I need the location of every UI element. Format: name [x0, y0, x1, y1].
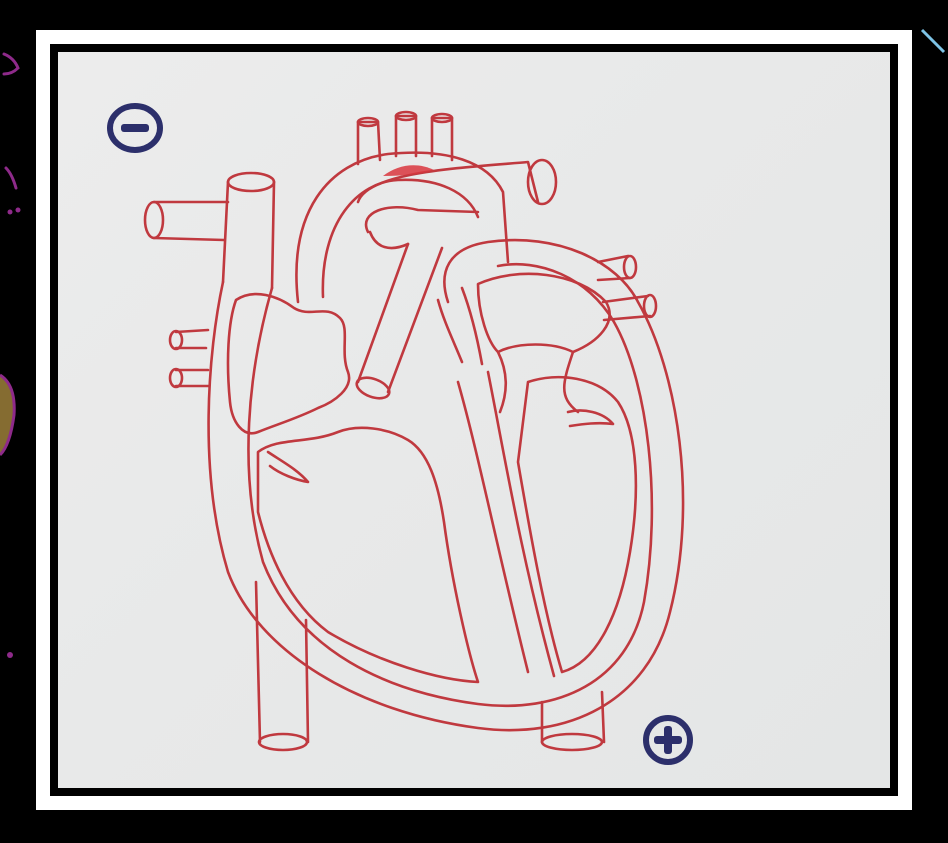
papillary-left: [568, 411, 613, 427]
inferior-vena-cava: [256, 582, 308, 750]
negative-electrode-icon: [110, 106, 160, 150]
left-ventricle: [518, 377, 636, 672]
pulmonary-veins-right: [170, 330, 208, 387]
superior-vena-cava: [223, 173, 274, 288]
pulmonary-trunk: [354, 160, 556, 402]
heart-outer-wall: [209, 240, 683, 730]
edge-handwriting: [0, 40, 26, 660]
aortic-root: [438, 288, 482, 364]
tricuspid-valve: [268, 452, 308, 482]
right-pulmonary-branch: [145, 202, 228, 240]
septum: [458, 372, 554, 676]
heart-diagram: [58, 52, 890, 788]
positive-electrode-icon: [646, 718, 690, 762]
aortic-highlight: [383, 165, 434, 176]
frame-border: [50, 44, 898, 796]
mitral-valve: [498, 352, 578, 412]
left-atrium: [478, 274, 610, 352]
diagram-canvas: [58, 52, 890, 788]
right-atrium: [228, 294, 349, 433]
corner-accent: [918, 26, 948, 56]
diagram-frame: [36, 30, 912, 810]
